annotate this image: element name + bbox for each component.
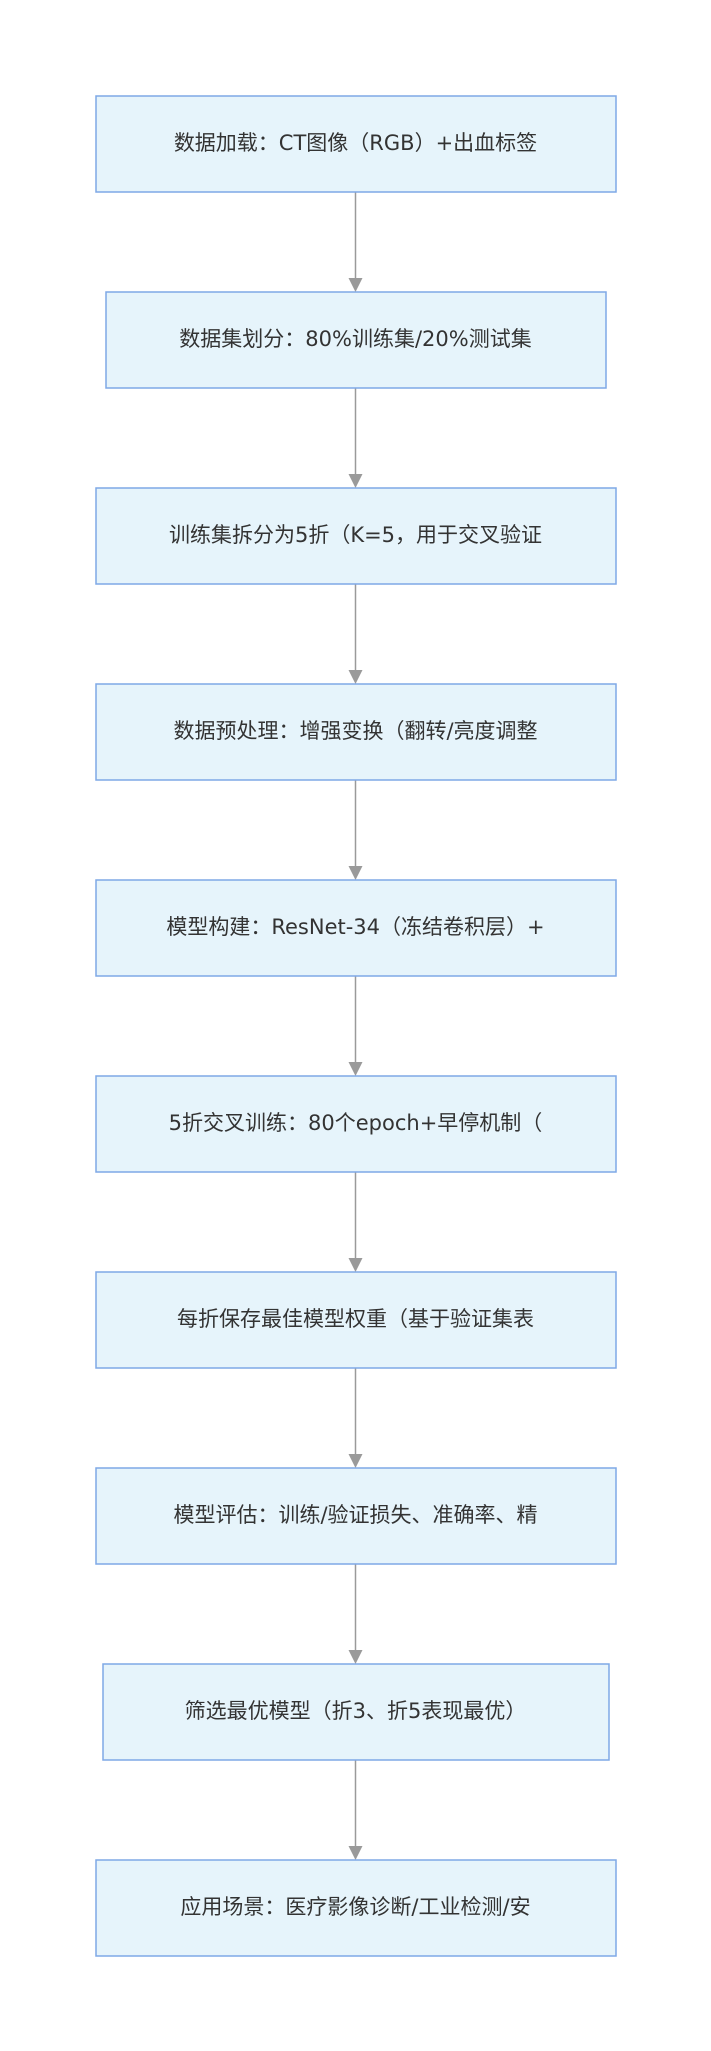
edge-9-10 [348, 1760, 363, 1860]
node-box [95, 1075, 617, 1173]
flow-node-evaluation: 模型评估：训练/验证损失、准确率、精 [95, 1467, 617, 1565]
edge-2-3 [348, 388, 363, 488]
node-label: 数据加载：CT图像（RGB）+出血标签 [174, 131, 537, 155]
node-label: 数据预处理：增强变换（翻转/亮度调整 [173, 719, 537, 743]
flow-node-model-build: 模型构建：ResNet-34（冻结卷积层）+ [95, 879, 617, 977]
edge-4-5 [348, 780, 363, 880]
node-label: 筛选最优模型（折3、折5表现最优） [185, 1699, 527, 1723]
node-box [95, 1271, 617, 1369]
flow-node-save-weights: 每折保存最佳模型权重（基于验证集表 [95, 1271, 617, 1369]
node-box [105, 291, 607, 389]
node-box [95, 683, 617, 781]
edge-8-9 [348, 1564, 363, 1664]
flow-node-applications: 应用场景：医疗影像诊断/工业检测/安 [95, 1859, 617, 1957]
flow-node-preprocessing: 数据预处理：增强变换（翻转/亮度调整 [95, 683, 617, 781]
flow-node-kfold-split: 训练集拆分为5折（K=5，用于交叉验证 [95, 487, 617, 585]
node-label: 每折保存最佳模型权重（基于验证集表 [177, 1307, 534, 1331]
node-box [95, 487, 617, 585]
node-label: 模型构建：ResNet-34（冻结卷积层）+ [166, 915, 544, 939]
flow-node-cross-training: 5折交叉训练：80个epoch+早停机制（ [95, 1075, 617, 1173]
edges [348, 192, 363, 1860]
node-label: 5折交叉训练：80个epoch+早停机制（ [169, 1111, 543, 1135]
edge-7-8 [348, 1368, 363, 1468]
flow-node-data-loading: 数据加载：CT图像（RGB）+出血标签 [95, 95, 617, 193]
node-box [95, 1467, 617, 1565]
flow-node-best-model: 筛选最优模型（折3、折5表现最优） [102, 1663, 610, 1761]
edge-3-4 [348, 584, 363, 684]
node-label: 数据集划分：80%训练集/20%测试集 [179, 327, 531, 351]
node-box [95, 879, 617, 977]
node-box [95, 1859, 617, 1957]
node-label: 应用场景：医疗影像诊断/工业检测/安 [180, 1895, 530, 1919]
edge-5-6 [348, 976, 363, 1076]
flow-node-dataset-split: 数据集划分：80%训练集/20%测试集 [105, 291, 607, 389]
edge-1-2 [348, 192, 363, 292]
node-box [102, 1663, 610, 1761]
edge-6-7 [348, 1172, 363, 1272]
node-box [95, 95, 617, 193]
node-label: 模型评估：训练/验证损失、准确率、精 [173, 1503, 537, 1527]
node-label: 训练集拆分为5折（K=5，用于交叉验证 [169, 523, 542, 547]
